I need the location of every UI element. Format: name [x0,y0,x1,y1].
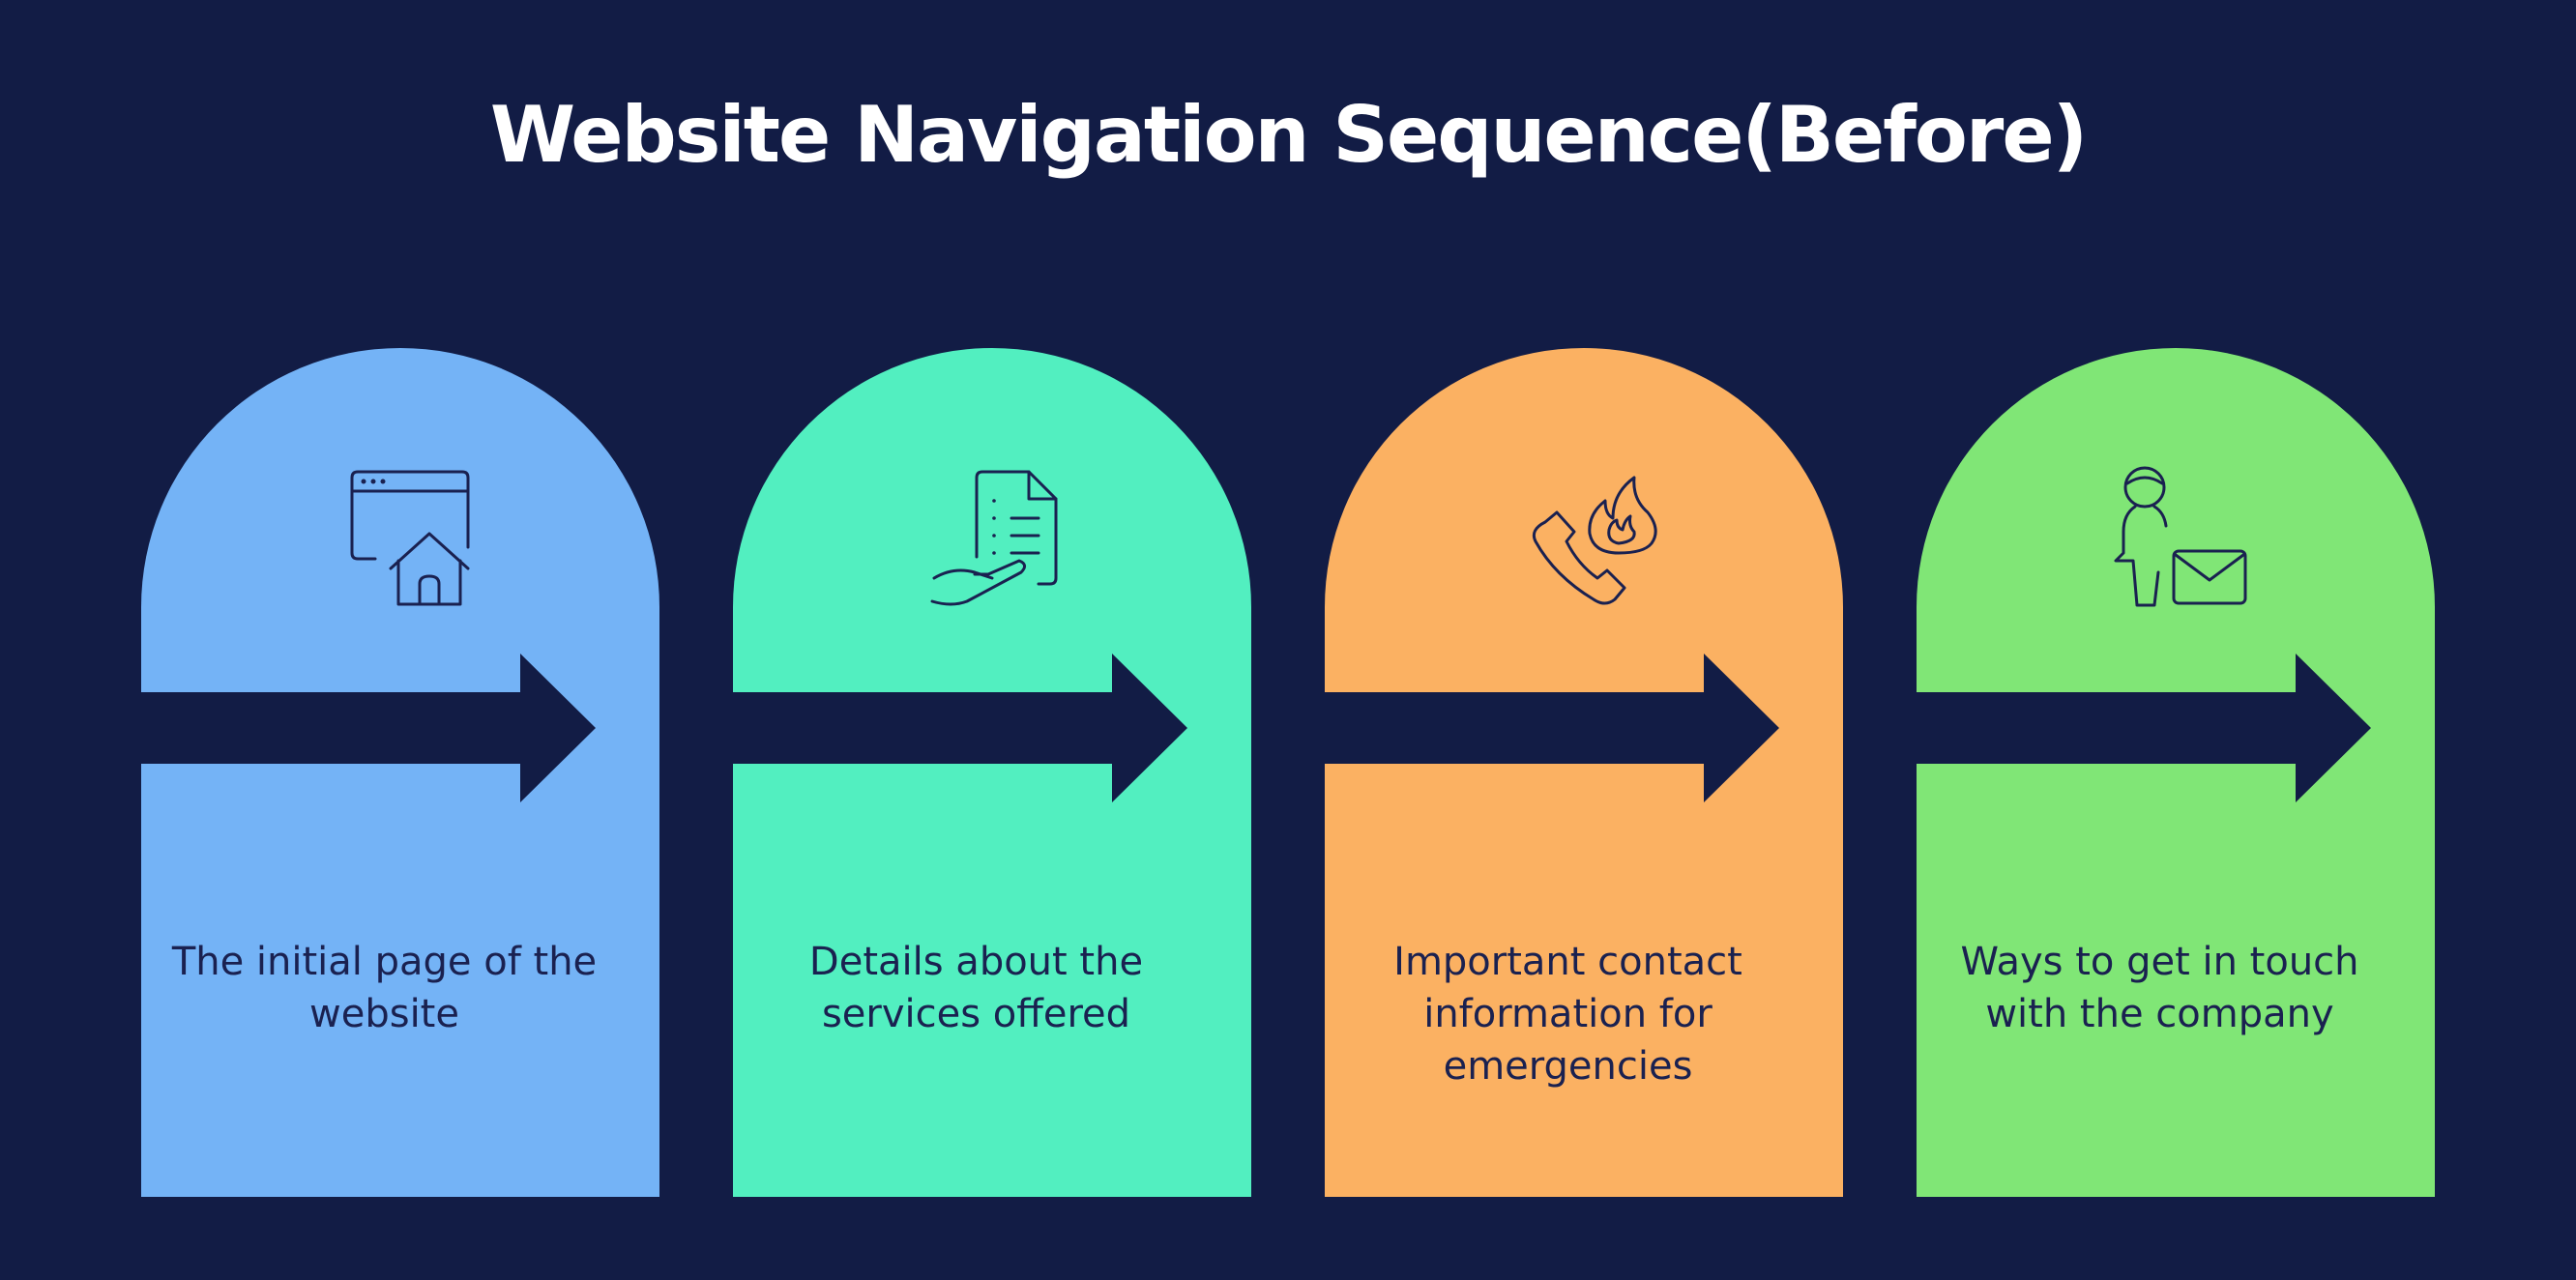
step-card-emergency: Important contact information for emerge… [1325,348,1843,1197]
step-description: The initial page of the website [171,940,598,1036]
step-arrow [1325,654,1779,802]
step-arrow [733,654,1187,802]
step-card-contact: Ways to get in touch with the company [1917,348,2435,1197]
emergency-phone-icon [1516,464,1661,609]
step-arrow [1917,654,2371,802]
step-description: Important contact information for emerge… [1393,940,1742,1089]
contact-mail-icon [2108,464,2253,609]
step-arrow [141,654,596,802]
step-card-home: The initial page of the website [141,348,659,1197]
step-description: Details about the services offered [808,940,1144,1036]
step-description: Ways to get in touch with the company [1960,940,2359,1036]
step-card-services: Details about the services offered [733,348,1251,1197]
browser-home-icon [333,464,478,609]
document-hand-icon [924,464,1069,609]
page-title: Website Navigation Sequence(Before) [489,90,2088,180]
